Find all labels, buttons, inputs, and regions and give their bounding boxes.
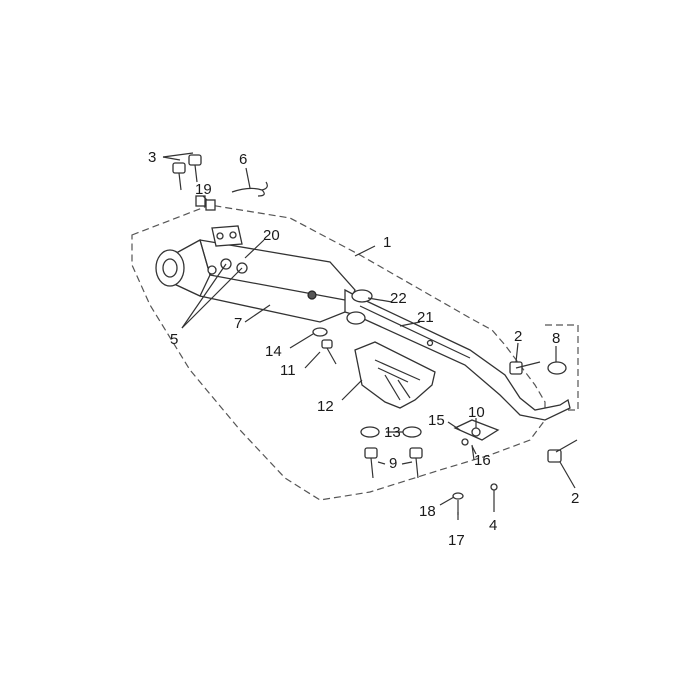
callout-1: 1	[383, 234, 391, 251]
callout-8: 8	[552, 330, 560, 347]
callout-18: 18	[419, 503, 436, 520]
muffler	[155, 225, 356, 323]
callout-10: 10	[468, 404, 485, 421]
callout-5: 5	[170, 331, 178, 348]
callout-16: 16	[474, 452, 491, 469]
bolt-2-lower	[547, 439, 578, 463]
washer-14	[312, 327, 328, 337]
callout-3: 3	[148, 149, 156, 166]
callout-9: 9	[389, 455, 397, 472]
collar-19b	[205, 199, 216, 211]
bolt-2-upper	[509, 361, 541, 375]
callout-21: 21	[417, 309, 434, 326]
callout-4: 4	[489, 517, 497, 534]
callout-2-lower: 2	[571, 490, 579, 507]
callout-20: 20	[263, 227, 280, 244]
nut-15	[461, 438, 469, 446]
exhaust-pipe	[344, 288, 571, 421]
bolt-17	[452, 492, 464, 515]
ring-8	[547, 361, 567, 375]
bolt-11	[321, 339, 337, 365]
callout-11: 11	[280, 362, 296, 379]
callout-7: 7	[234, 315, 242, 332]
heat-shield	[354, 341, 436, 409]
callout-15: 15	[428, 412, 445, 429]
callout-22: 22	[390, 290, 407, 307]
callout-17: 17	[448, 532, 465, 549]
callout-6: 6	[239, 151, 247, 168]
washer-13a	[360, 426, 380, 438]
callout-14: 14	[265, 343, 282, 360]
bolt-3-pair	[172, 154, 202, 191]
callout-13: 13	[384, 424, 401, 441]
collar-19a	[195, 195, 206, 207]
bolt-4	[490, 483, 498, 505]
bracket-10	[453, 419, 500, 441]
washer-13b	[402, 426, 422, 438]
bolt-9-pair	[364, 447, 423, 479]
assembly-outline	[131, 204, 546, 501]
leader-lines	[162, 152, 576, 520]
clip-6	[231, 181, 268, 197]
gasket-22	[346, 289, 373, 325]
callout-12: 12	[317, 398, 334, 415]
callout-2-upper: 2	[514, 328, 522, 345]
callout-19: 19	[195, 181, 212, 198]
